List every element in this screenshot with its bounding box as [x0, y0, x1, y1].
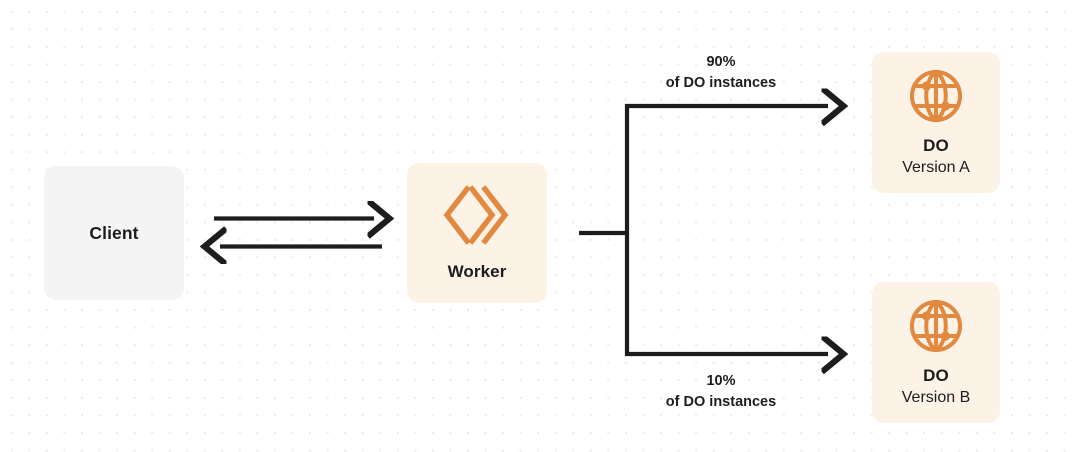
node-do-version-b: DO Version B — [872, 282, 1000, 423]
node-do-version-a-sublabel: Version A — [902, 158, 970, 176]
edge-label-do-a: 90% of DO instances — [616, 52, 826, 94]
edge-label-do-b-caption: of DO instances — [665, 394, 777, 411]
node-worker-label: Worker — [447, 262, 507, 282]
cloudflare-workers-icon — [442, 184, 512, 246]
node-do-version-a-label: DO — [923, 136, 949, 156]
globe-icon — [908, 298, 964, 354]
node-client-label: Client — [89, 222, 139, 243]
edge-label-do-a-percent: 90% — [706, 54, 736, 70]
node-worker: Worker — [407, 163, 547, 303]
node-do-version-b-label: DO — [923, 366, 949, 386]
edge-label-do-b-percent: 10% — [706, 373, 736, 389]
globe-icon — [908, 68, 964, 124]
edge-label-do-a-caption: of DO instances — [665, 75, 777, 92]
node-do-version-a: DO Version A — [872, 52, 1000, 193]
node-do-version-b-sublabel: Version B — [901, 388, 971, 406]
node-client: Client — [44, 166, 184, 300]
edge-label-do-b: 10% of DO instances — [616, 371, 826, 413]
